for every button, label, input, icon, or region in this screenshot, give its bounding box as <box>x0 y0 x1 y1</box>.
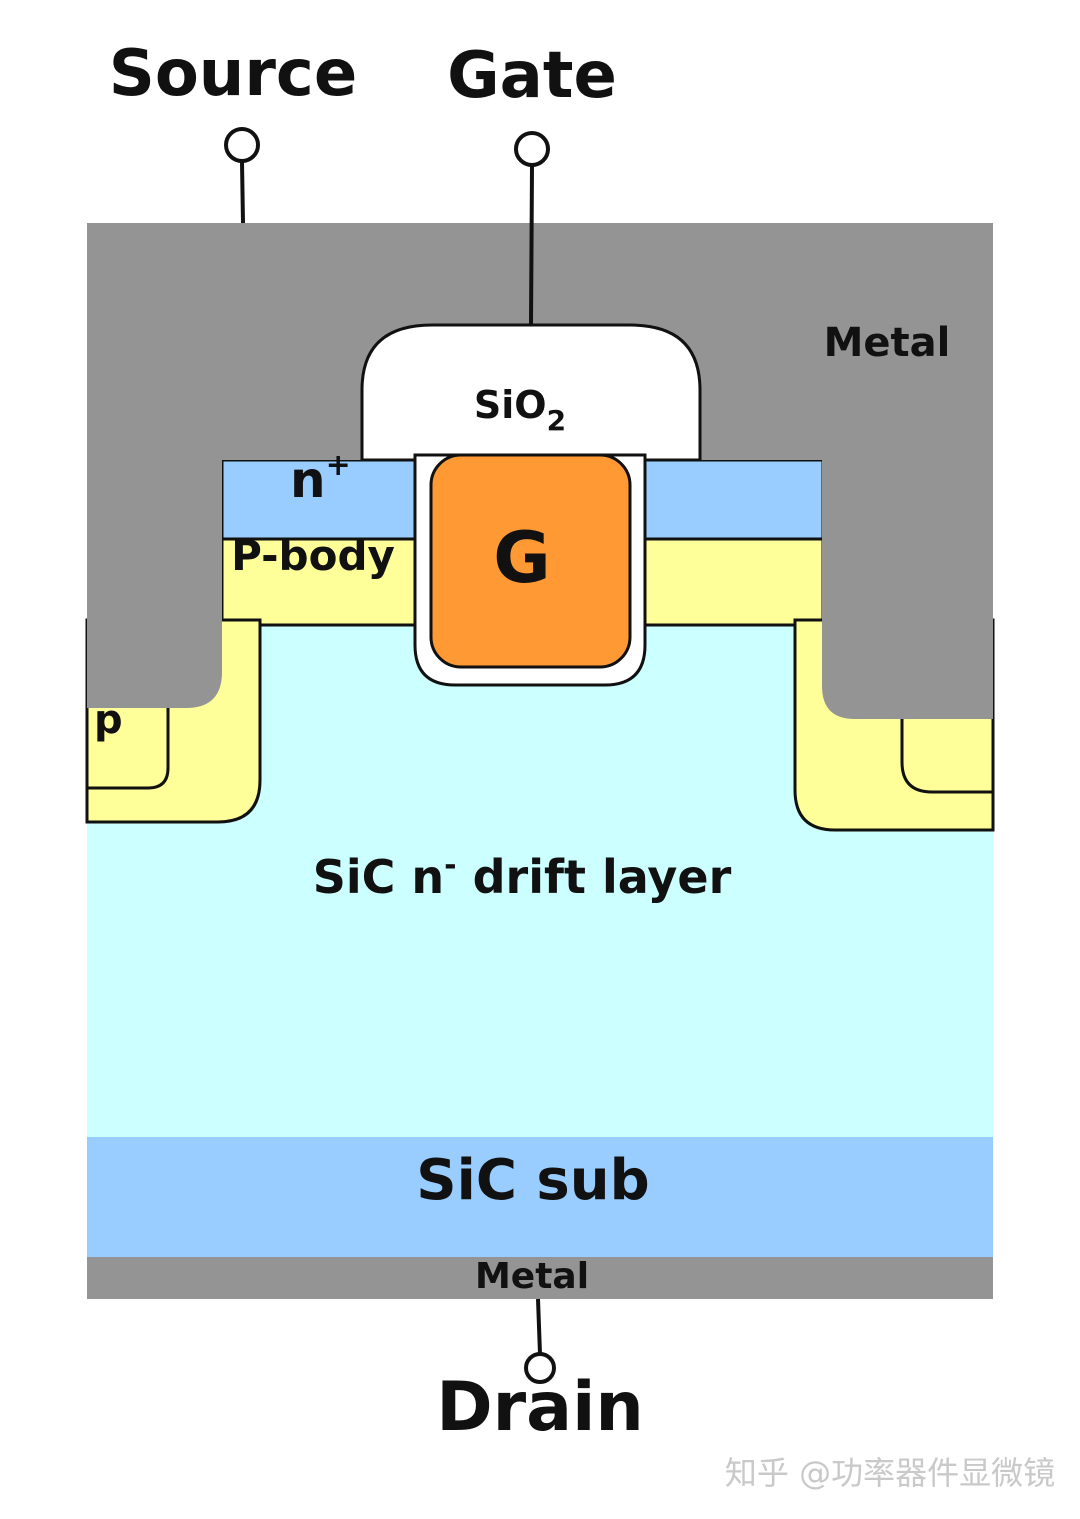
n-plus-label: n+ <box>290 448 351 509</box>
top-metal-label: Metal <box>824 320 951 366</box>
gate-electrode-label: G <box>493 517 550 599</box>
gate-terminal-icon <box>514 131 550 167</box>
substrate-region <box>87 1137 993 1259</box>
substrate-label: SiC sub <box>416 1148 649 1213</box>
drain-terminal-icon <box>524 1352 556 1384</box>
n-plus-region-right <box>639 458 825 541</box>
gate-electrode <box>429 453 632 669</box>
source-label: Source <box>109 37 358 111</box>
watermark-text: 知乎 @功率器件显微镜 <box>725 1454 1055 1492</box>
drain-label: Drain <box>436 1368 644 1447</box>
source-terminal-icon <box>224 127 260 163</box>
drift-layer-label: SiC n- drift layer <box>313 848 732 904</box>
drain-wire <box>536 1298 542 1355</box>
oxide-cap <box>360 323 702 462</box>
gate-label: Gate <box>447 39 617 113</box>
oxide-label: SiO2 <box>474 383 566 437</box>
p-plus-region-left <box>85 688 170 790</box>
source-wire <box>240 161 245 224</box>
bottom-metal-region <box>87 1257 993 1299</box>
p-plus-left-label: p <box>94 697 123 743</box>
p-body-region-right <box>639 535 825 627</box>
p-body-label: P-body <box>231 531 395 580</box>
top-metal-region <box>87 223 993 719</box>
gate-wire <box>529 165 534 326</box>
bottom-metal-label: Metal <box>475 1256 589 1297</box>
